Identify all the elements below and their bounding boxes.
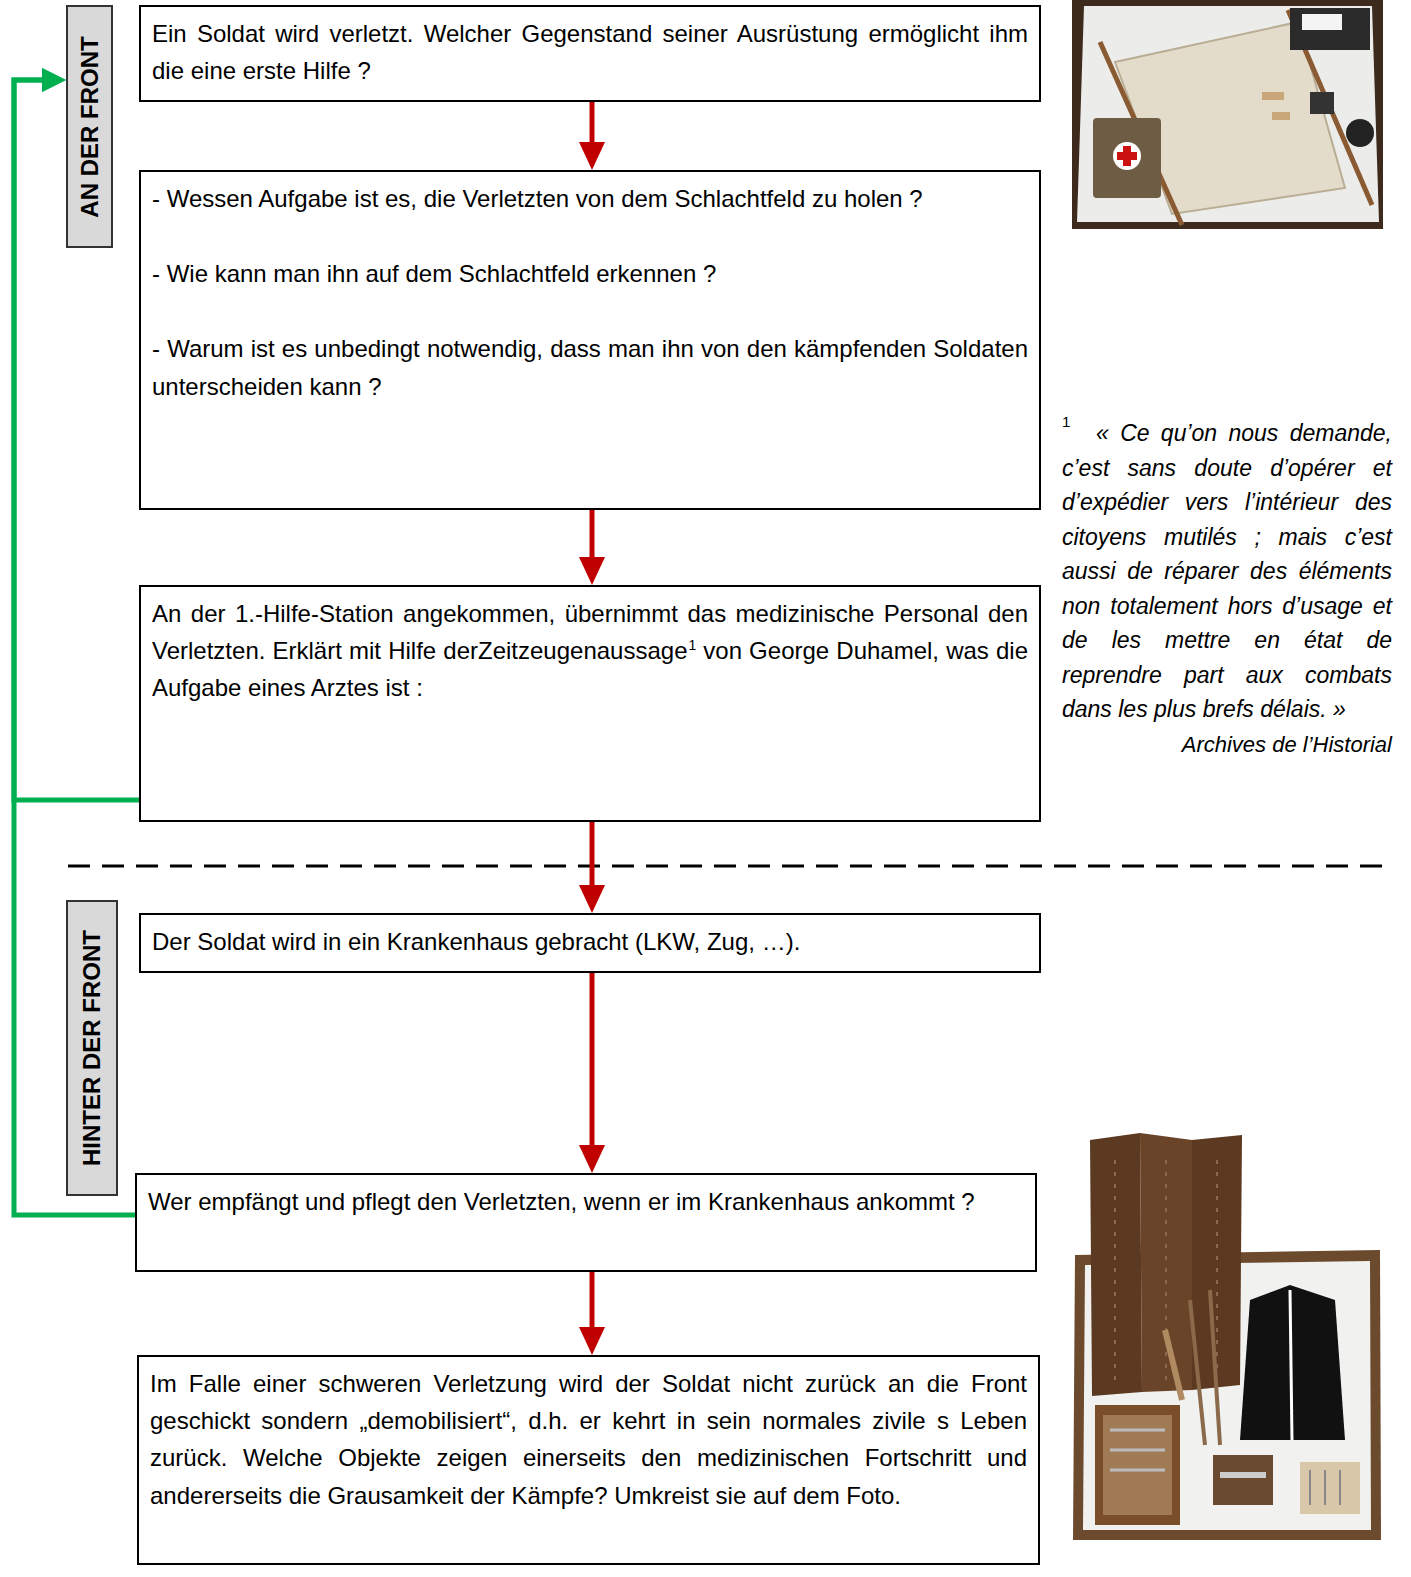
- question-text: Im Falle einer schweren Verletzung wird …: [150, 1365, 1027, 1514]
- question-text: - Warum ist es unbedingt notwendig, dass…: [152, 330, 1028, 404]
- question-box: An der 1.-Hilfe-Station angekommen, über…: [139, 585, 1041, 822]
- question-text: Wer empfängt und pflegt den Verletzten, …: [148, 1183, 1024, 1220]
- question-box: Der Soldat wird in ein Krankenhaus gebra…: [139, 913, 1041, 973]
- flow-arrow: [590, 973, 595, 1145]
- source-text: Archives de l’Historial: [1062, 731, 1392, 760]
- question-box: Ein Soldat wird verletzt. Welcher Gegens…: [139, 5, 1041, 102]
- section-title: AN DER FRONT: [78, 36, 102, 217]
- stretcher-photo: [1072, 0, 1383, 229]
- flow-arrow: [590, 510, 595, 557]
- quote-text: « Ce qu’on nous demande, c’est sans dout…: [1062, 416, 1392, 727]
- flow-arrow: [590, 1272, 595, 1327]
- flow-arrow: [590, 822, 595, 885]
- section-band: AN DER FRONT: [66, 5, 113, 248]
- question-text: Ein Soldat wird verletzt. Welcher Gegens…: [152, 15, 1028, 89]
- return-arrow: [14, 80, 135, 1215]
- question-box: Im Falle einer schweren Verletzung wird …: [137, 1355, 1040, 1565]
- section-title: HINTER DER FRONT: [80, 930, 104, 1166]
- hospital-photo: [1073, 1133, 1381, 1540]
- question-text: - Wessen Aufgabe ist es, die Verletzten …: [152, 180, 1028, 217]
- question-text: Der Soldat wird in ein Krankenhaus gebra…: [152, 923, 1028, 960]
- section-divider: [68, 865, 1392, 868]
- footnote-number: 1: [1062, 414, 1070, 429]
- question-box: - Wessen Aufgabe ist es, die Verletzten …: [139, 170, 1041, 510]
- flow-arrow: [590, 102, 595, 142]
- section-band: HINTER DER FRONT: [66, 900, 118, 1196]
- question-text: - Wie kann man ihn auf dem Schlachtfeld …: [152, 255, 1028, 292]
- question-box: Wer empfängt und pflegt den Verletzten, …: [135, 1173, 1037, 1272]
- footnote-ref: 1: [688, 637, 696, 653]
